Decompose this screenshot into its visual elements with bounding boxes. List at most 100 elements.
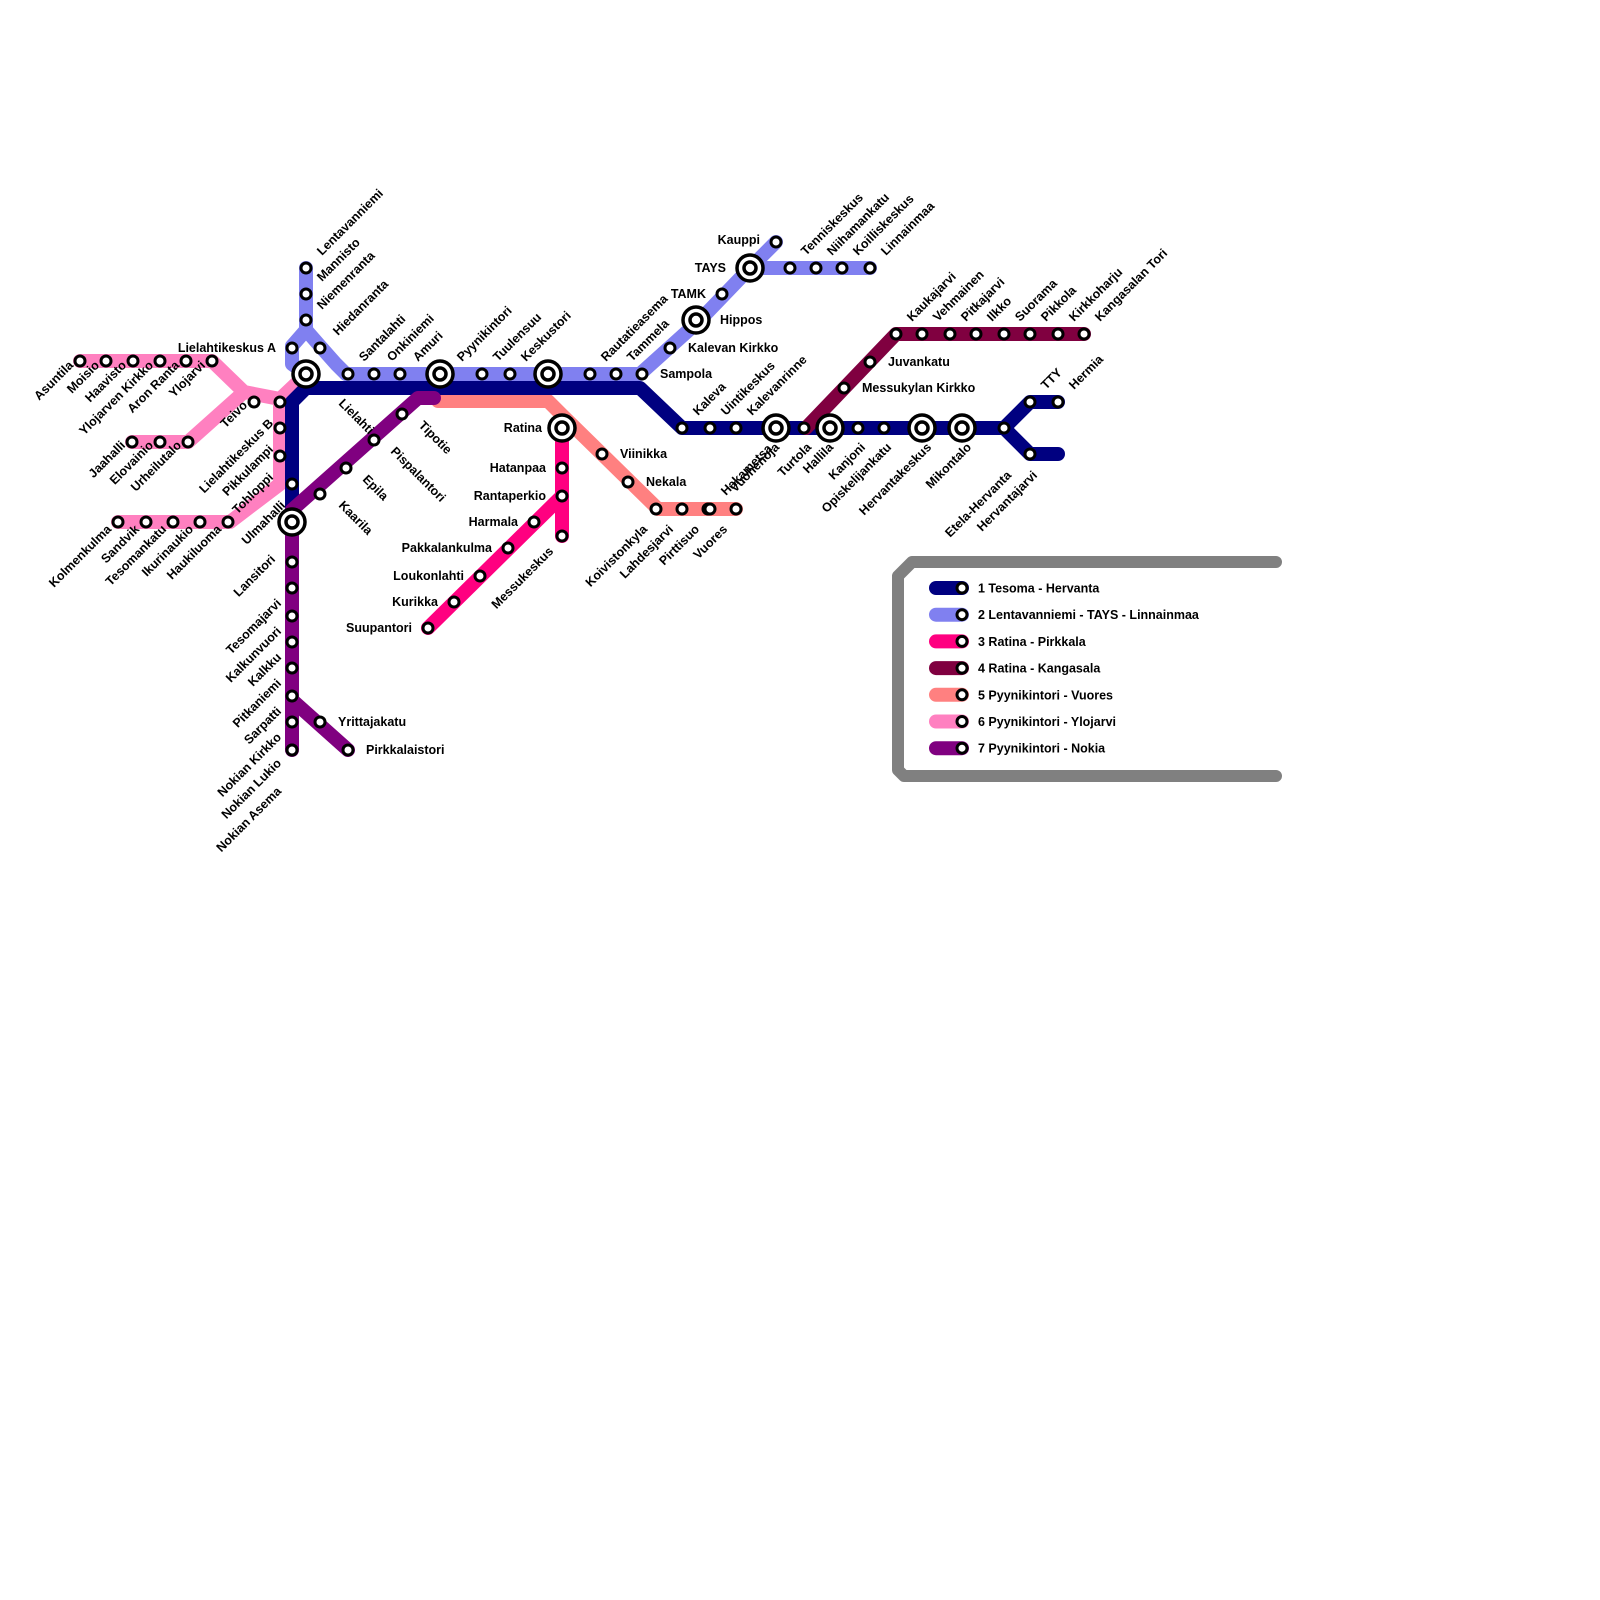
station-marker-pitkajarvi	[943, 327, 957, 341]
station-marker-kolmenkulma	[111, 515, 125, 529]
legend-label-7: 7 Pyynikintori - Nokia	[978, 742, 1106, 756]
station-marker-haavisto	[126, 354, 140, 368]
interchange-marker-inner-ratina	[554, 420, 570, 436]
station-marker-viinikka	[595, 447, 609, 461]
station-label-juvankatu: Juvankatu	[888, 355, 950, 369]
station-marker-tesomajarvi	[285, 581, 299, 595]
station-label-vuohenoja: Vuohenoja	[727, 439, 782, 494]
station-marker-juvankatu	[863, 355, 877, 369]
station-marker-urheilutalo	[181, 435, 195, 449]
station-marker-teivo	[247, 395, 261, 409]
station-marker-messukeskus	[555, 529, 569, 543]
legend-marker-1	[955, 581, 969, 595]
legend-frame	[892, 556, 1282, 782]
station-marker-etela-hervanta	[997, 421, 1011, 435]
station-marker-yrittajakatu	[313, 715, 327, 729]
station-marker-kalevan-kirkko	[663, 341, 677, 355]
legend-label-2: 2 Lentavanniemi - TAYS - Linnainmaa	[978, 608, 1200, 622]
station-label-kauppi: Kauppi	[718, 233, 760, 247]
station-marker-nekala	[621, 475, 635, 489]
station-label-pispalantori: Pispalantori	[388, 444, 448, 504]
station-marker-niihamankatu	[809, 261, 823, 275]
route-line-7	[285, 391, 441, 517]
station-marker-nokian-asema	[285, 743, 299, 757]
interchange-marker-inner-lansitori-hub	[284, 514, 300, 530]
legend-item-2: 2 Lentavanniemi - TAYS - Linnainmaa	[929, 607, 1200, 622]
station-marker-santalahti	[341, 367, 355, 381]
station-label-tty: TTY	[1038, 365, 1065, 392]
station-marker-kalevanrinne	[729, 421, 743, 435]
station-label-hatanpaa: Hatanpaa	[490, 461, 547, 475]
legend-label-3: 3 Ratina - Pirkkala	[978, 635, 1087, 649]
station-marker-epila	[313, 487, 327, 501]
station-marker-onkiniemi	[367, 367, 381, 381]
station-label-lansitori: Lansitori	[231, 552, 278, 599]
legend-marker-5	[955, 688, 969, 702]
interchange-marker-inner-hallila	[822, 420, 838, 436]
station-label-ratina: Ratina	[504, 421, 543, 435]
interchange-marker-inner-hippos	[688, 312, 704, 328]
station-marker-ylojarven-kirkko	[153, 354, 167, 368]
station-label-hervantakeskus: Hervantakeskus	[856, 440, 934, 518]
station-marker-tammela	[609, 367, 623, 381]
station-marker-vuores	[729, 502, 743, 516]
station-marker-sampola	[635, 367, 649, 381]
station-label-suupantori: Suupantori	[346, 621, 412, 635]
station-marker-asuntila	[73, 354, 87, 368]
station-marker-suupantori	[421, 621, 435, 635]
legend-marker-3	[955, 634, 969, 648]
interchange-marker-inner-hervantakeskus	[914, 420, 930, 436]
station-marker-linnainmaa	[863, 261, 877, 275]
station-marker-lielahti	[367, 433, 381, 447]
interchange-marker-inner-mikontalo	[954, 420, 970, 436]
station-marker-pispalantori	[339, 461, 353, 475]
station-marker-ylojarvi	[205, 354, 219, 368]
legend-label-4: 4 Ratina - Kangasala	[978, 662, 1101, 676]
station-marker-jaahalli	[125, 435, 139, 449]
legend-marker-4	[955, 661, 969, 675]
station-label-messukylan-kirkko: Messukylan Kirkko	[862, 381, 976, 395]
station-marker-tipotie	[395, 407, 409, 421]
station-marker-pikkulampi	[273, 421, 287, 435]
station-marker-niemenranta	[299, 313, 313, 327]
interchange-marker-inner-tays	[742, 260, 758, 276]
station-marker-lielahtikeskus-b	[273, 395, 287, 409]
station-marker-lentavanniemi	[299, 261, 313, 275]
station-marker-lahdesjarvi	[675, 502, 689, 516]
interchange-marker-inner-keskustori-hub	[540, 366, 556, 382]
station-label-sampola: Sampola	[660, 367, 713, 381]
station-marker-sandvik	[139, 515, 153, 529]
station-label-epila: Epila	[360, 472, 392, 504]
station-label-tamk: TAMK	[671, 287, 706, 301]
station-label-pirkkalaistori: Pirkkalaistori	[366, 743, 445, 757]
legend-marker-7	[955, 741, 969, 755]
station-marker-vehmainen	[915, 327, 929, 341]
legend-item-7: 7 Pyynikintori - Nokia	[929, 741, 1106, 756]
station-marker-ikurinaukio	[193, 515, 207, 529]
legend-item-3: 3 Ratina - Pirkkala	[929, 634, 1087, 649]
station-marker-koilliskeskus	[835, 261, 849, 275]
station-label-yrittajakatu: Yrittajakatu	[338, 715, 406, 729]
station-marker-pakkalankulma	[501, 541, 515, 555]
station-marker-haukiluoma	[221, 515, 235, 529]
station-label-hippos: Hippos	[720, 313, 762, 327]
route-line-6	[111, 385, 287, 529]
station-marker-tuulensuu	[475, 367, 489, 381]
station-label-kaarila: Kaarila	[336, 498, 376, 538]
station-marker-hiedanranta	[313, 341, 327, 355]
station-label-kalevan-kirkko: Kalevan Kirkko	[688, 341, 779, 355]
legend-item-6: 6 Pyynikintori - Ylojarvi	[929, 714, 1116, 729]
station-marker-lansitori	[285, 555, 299, 569]
station-label-tays: TAYS	[695, 261, 726, 275]
station-marker-kaleva	[675, 421, 689, 435]
station-marker-pitkaniemi	[285, 661, 299, 675]
station-marker-elovainio	[153, 435, 167, 449]
station-marker-kauppi	[769, 235, 783, 249]
station-marker-tohloppi	[273, 449, 287, 463]
station-marker-keskustori	[503, 367, 517, 381]
station-marker-nokian-kirkko	[285, 715, 299, 729]
station-label-loukonlahti: Loukonlahti	[393, 569, 464, 583]
station-marker-turtola	[797, 421, 811, 435]
